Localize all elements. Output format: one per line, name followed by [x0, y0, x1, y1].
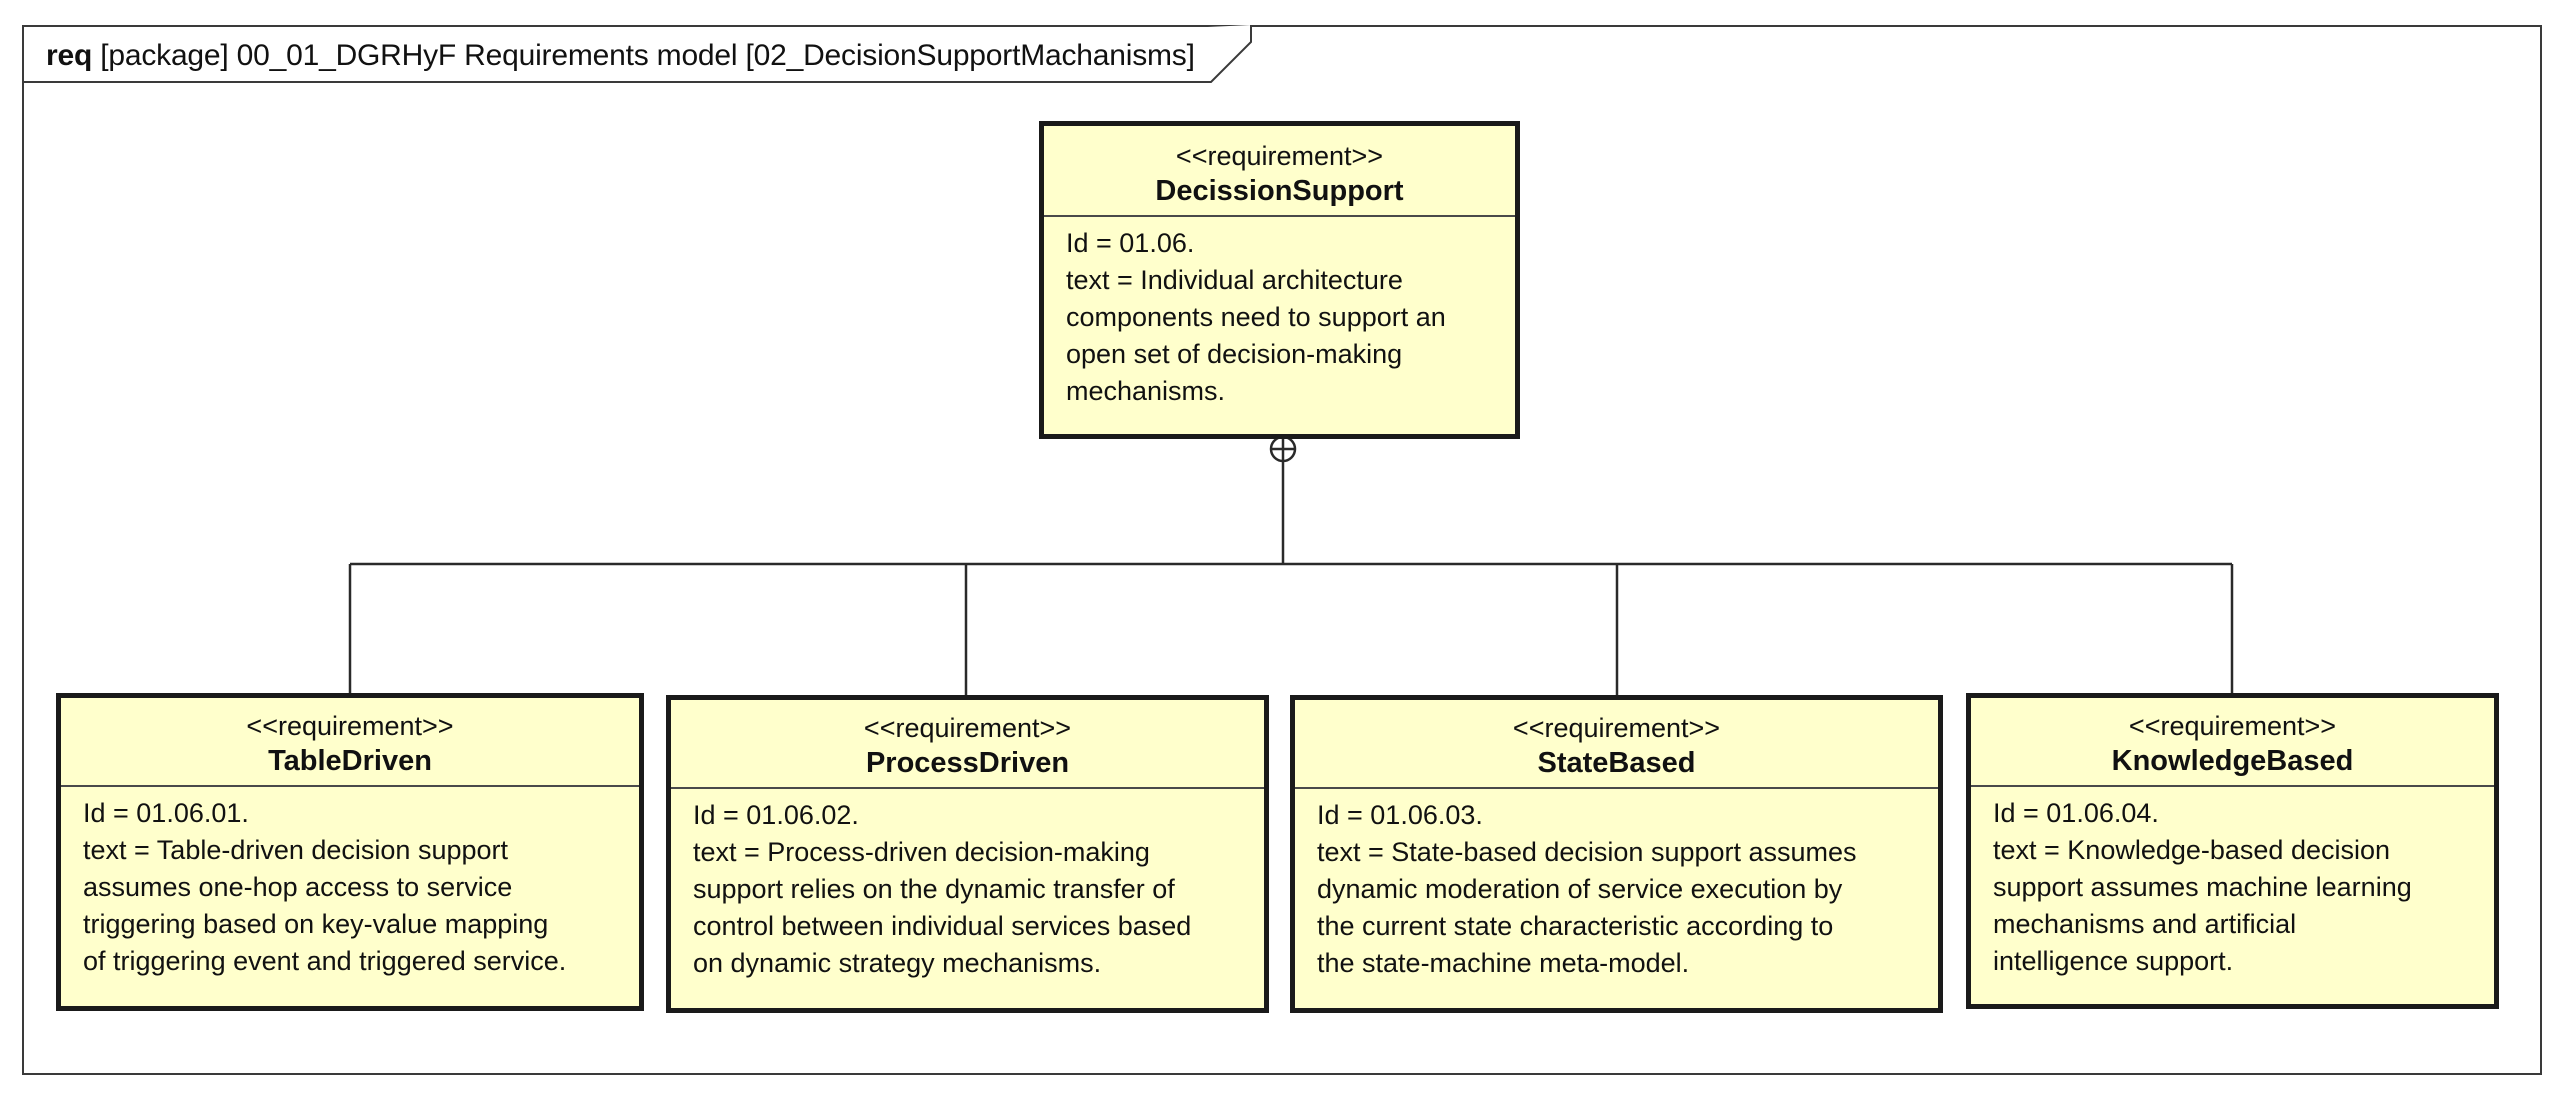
requirement-header: <<requirement>> DecissionSupport	[1044, 126, 1515, 217]
requirement-text-line: on dynamic strategy mechanisms.	[693, 948, 1102, 978]
requirement-id: Id = 01.06.01.	[83, 798, 249, 828]
requirement-stereotype: <<requirement>>	[1175, 141, 1384, 171]
requirement-stereotype: <<requirement>>	[863, 713, 1072, 743]
requirement-id: Id = 01.06.02.	[693, 800, 859, 830]
frame-kind: req	[46, 39, 93, 72]
requirement-name: StateBased	[1537, 747, 1696, 779]
frame-label-tab	[22, 25, 1252, 83]
requirement-text-line: mechanisms.	[1066, 376, 1226, 406]
frame-label-text: req [package] 00_01_DGRHyF Requirements …	[46, 39, 1195, 73]
requirement-knowledgebased[interactable]: <<requirement>> KnowledgeBased Id = 01.0…	[1966, 693, 2499, 1009]
frame-title: [package] 00_01_DGRHyF Requirements mode…	[100, 39, 1195, 72]
requirement-text-line: open set of decision-making	[1066, 339, 1403, 369]
requirement-text-line: the state-machine meta-model.	[1317, 948, 1690, 978]
requirement-text-line: text = Individual architecture	[1066, 265, 1403, 295]
requirement-decissionsupport[interactable]: <<requirement>> DecissionSupport Id = 01…	[1039, 121, 1520, 439]
requirement-id: Id = 01.06.03.	[1317, 800, 1483, 830]
requirement-text-line: text = State-based decision support assu…	[1317, 837, 1857, 867]
requirement-text-line: mechanisms and artificial	[1993, 909, 2297, 939]
diagram-frame	[22, 25, 2542, 1075]
requirement-text-line: text = Knowledge-based decision	[1993, 835, 2391, 865]
requirement-stereotype: <<requirement>>	[246, 711, 454, 741]
requirement-text-line: of triggering event and triggered servic…	[83, 946, 567, 976]
requirement-stereotype: <<requirement>>	[2128, 711, 2337, 741]
requirement-header: <<requirement>> StateBased	[1295, 700, 1938, 789]
requirement-text-line: text = Process-driven decision-making	[693, 837, 1150, 867]
requirement-body: Id = 01.06.02. text = Process-driven dec…	[671, 789, 1264, 982]
requirement-text-line: assumes one-hop access to service	[83, 872, 513, 902]
requirement-text-line: support assumes machine learning	[1993, 872, 2412, 902]
requirement-text-line: text = Table-driven decision support	[83, 835, 508, 865]
requirement-tabledriven[interactable]: <<requirement>> TableDriven Id = 01.06.0…	[56, 693, 644, 1011]
requirement-text-line: intelligence support.	[1993, 946, 2234, 976]
requirement-body: Id = 01.06.03. text = State-based decisi…	[1295, 789, 1938, 982]
requirement-name: DecissionSupport	[1155, 175, 1404, 207]
requirement-processdriven[interactable]: <<requirement>> ProcessDriven Id = 01.06…	[666, 695, 1269, 1013]
requirement-header: <<requirement>> ProcessDriven	[671, 700, 1264, 789]
requirement-text-line: the current state characteristic accordi…	[1317, 911, 1834, 941]
requirement-header: <<requirement>> TableDriven	[61, 698, 639, 787]
requirement-name: TableDriven	[268, 745, 432, 777]
requirement-body: Id = 01.06.04. text = Knowledge-based de…	[1971, 787, 2494, 980]
requirement-body: Id = 01.06. text = Individual architectu…	[1044, 217, 1515, 410]
requirement-text-line: dynamic moderation of service execution …	[1317, 874, 1843, 904]
containment-crosshair-icon	[1269, 435, 1297, 463]
requirement-stereotype: <<requirement>>	[1512, 713, 1721, 743]
requirement-text-line: support relies on the dynamic transfer o…	[693, 874, 1175, 904]
requirement-name: ProcessDriven	[865, 747, 1070, 779]
requirement-text-line: components need to support an	[1066, 302, 1446, 332]
frame-label: req [package] 00_01_DGRHyF Requirements …	[22, 25, 1252, 84]
requirement-statebased[interactable]: <<requirement>> StateBased Id = 01.06.03…	[1290, 695, 1943, 1013]
requirement-name: KnowledgeBased	[2111, 745, 2354, 777]
requirement-header: <<requirement>> KnowledgeBased	[1971, 698, 2494, 787]
requirement-text-line: control between individual services base…	[693, 911, 1192, 941]
requirement-text-line: triggering based on key-value mapping	[83, 909, 549, 939]
requirement-body: Id = 01.06.01. text = Table-driven decis…	[61, 787, 639, 980]
requirement-id: Id = 01.06.04.	[1993, 798, 2159, 828]
requirement-id: Id = 01.06.	[1066, 228, 1195, 258]
